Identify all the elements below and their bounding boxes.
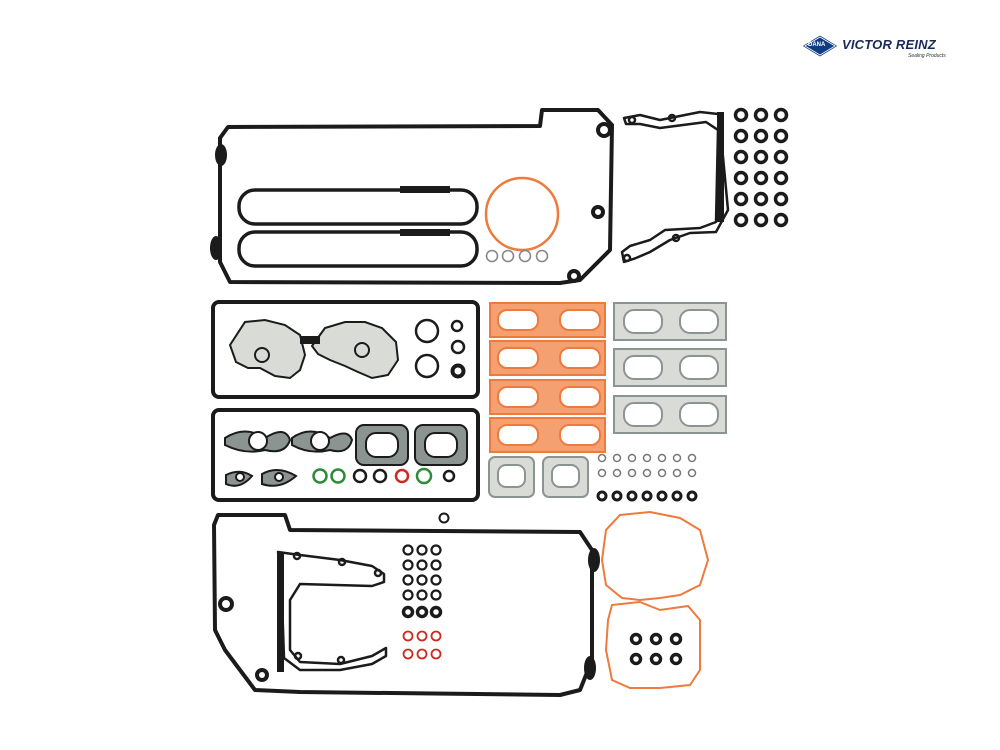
victor-reinz-logo: DANA VICTOR REINZ Sealing Products <box>800 33 946 63</box>
intake-manifold-gaskets <box>489 302 606 453</box>
valve-cover-gasket-bottom <box>212 513 600 697</box>
small-flange-gaskets <box>225 469 298 487</box>
spark-plug-tube-seals-top <box>237 186 479 268</box>
cam-cover-gasket-box <box>211 300 480 399</box>
exhaust-manifold-gaskets-steel <box>613 302 727 434</box>
vanos-gaskets <box>228 318 400 380</box>
o-rings-box-2 <box>312 467 456 485</box>
brand-tagline: Sealing Products <box>908 53 946 59</box>
valve-stem-seals-top-right <box>733 107 789 228</box>
dana-badge-icon <box>801 34 839 58</box>
water-neck-gaskets <box>224 430 354 453</box>
oil-filler-ring <box>484 176 560 252</box>
brand-name: VICTOR REINZ <box>842 37 936 52</box>
valve-stem-seals-middle <box>596 453 698 502</box>
timing-cover-gasket-bottom <box>276 550 388 672</box>
exhaust-manifold-gaskets-small <box>355 424 468 466</box>
valve-stem-seals-bottom <box>401 544 443 619</box>
valve-stem-seals-bottom-right <box>629 632 683 666</box>
small-o-rings-top <box>485 249 549 263</box>
small-ring-loose <box>438 512 450 524</box>
exhaust-gasket-box <box>211 408 480 502</box>
timing-cover-gasket-top <box>620 110 730 264</box>
valve-cover-gasket-top <box>210 108 614 285</box>
oil-pan-gaskets <box>600 510 710 689</box>
o-rings-box-1 <box>414 318 466 379</box>
egr-gaskets <box>488 456 589 498</box>
red-o-rings-bottom <box>402 630 442 660</box>
dana-badge-text: DANA <box>808 42 826 48</box>
